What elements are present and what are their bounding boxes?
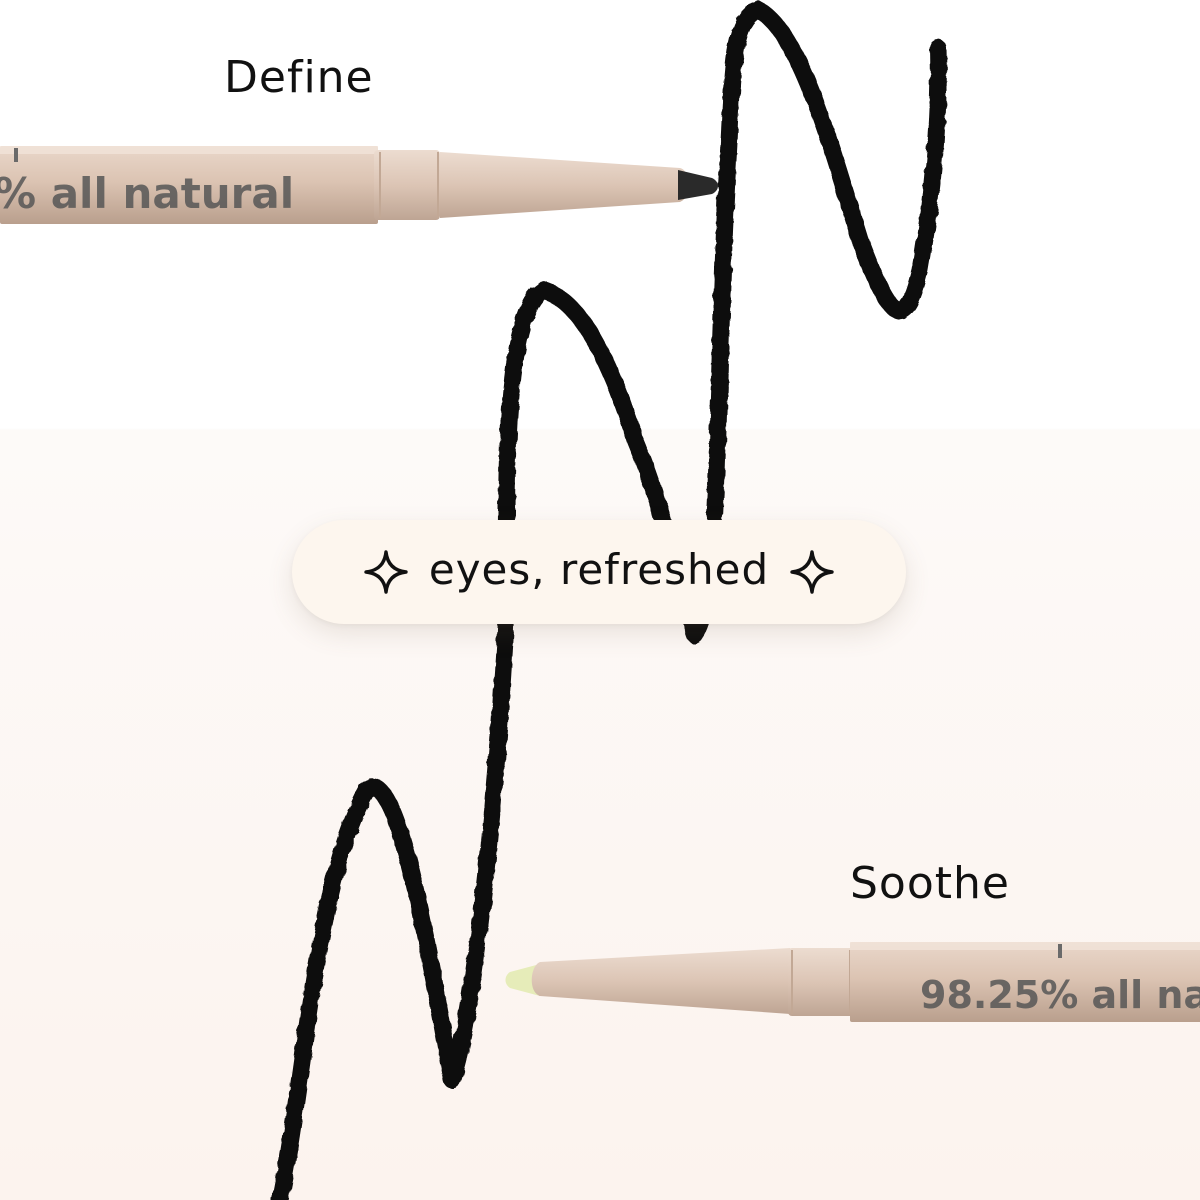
soothe-pencil-print: 98.25% all na xyxy=(920,973,1200,1017)
define-pencil-print: % all natural xyxy=(0,169,294,218)
define-pencil-tip xyxy=(678,170,718,200)
eyes-refreshed-badge: eyes, refreshed xyxy=(292,520,906,624)
soothe-pencil: 98.25% all na xyxy=(505,942,1200,1022)
soothe-pencil-barrel xyxy=(850,942,1200,1022)
define-pencil-barrel xyxy=(0,146,378,224)
define-label: Define xyxy=(224,52,374,103)
soothe-pencil-tip xyxy=(505,964,540,996)
sparkle-icon xyxy=(790,550,834,594)
sparkle-icon xyxy=(364,550,408,594)
soothe-label: Soothe xyxy=(850,858,1010,909)
define-pencil: % all natural xyxy=(0,146,718,224)
badge-text: eyes, refreshed xyxy=(428,545,770,594)
